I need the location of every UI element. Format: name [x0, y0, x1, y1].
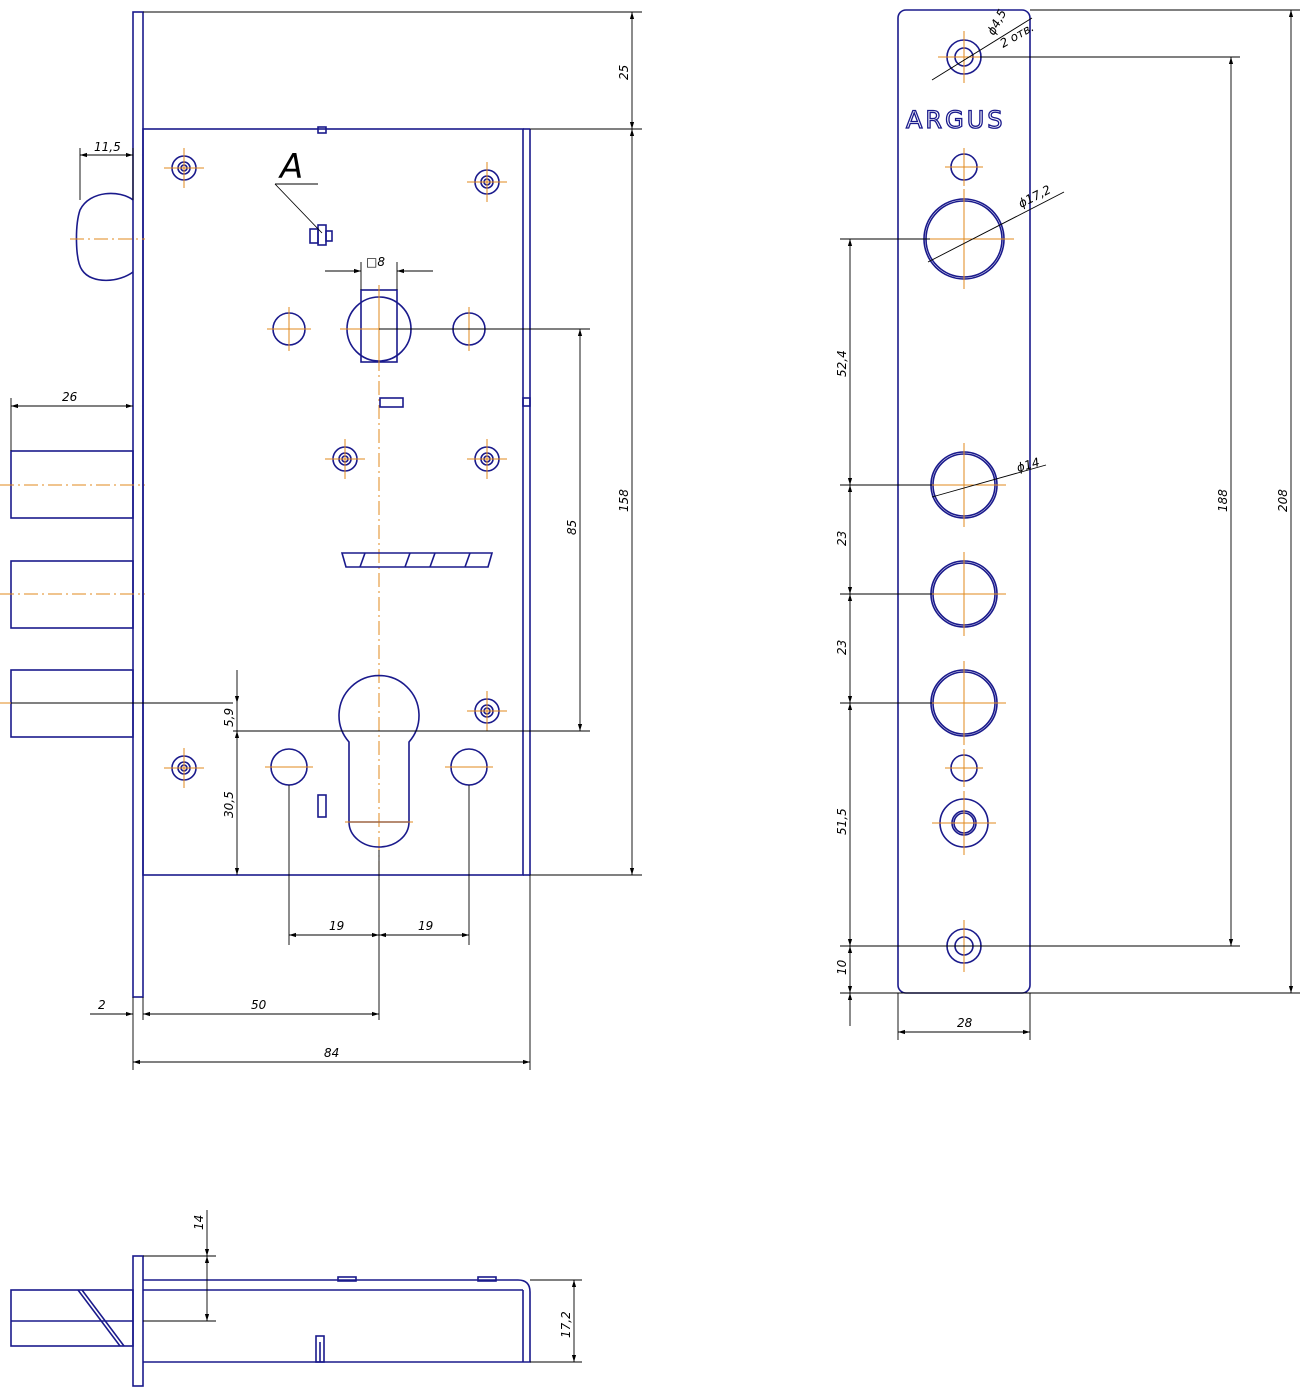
tumbler-bar	[340, 552, 494, 568]
dim-body-height: 158	[617, 489, 631, 512]
faceplate-edge	[132, 11, 144, 998]
faceplate-dimension-labels: ϕ4,5 2 отв. ϕ17,2 ϕ14 52,4 23 23 51,5 10…	[835, 7, 1290, 1030]
cylinder-cutout	[338, 674, 420, 848]
slot-upper	[379, 397, 404, 408]
dim-faceplate-thickness: 2	[98, 998, 106, 1012]
dim-spindle-square: □8	[366, 255, 385, 269]
dim-screw-left: 19	[329, 919, 344, 933]
lock-case-body	[142, 128, 524, 876]
dim-51-5: 51,5	[835, 808, 849, 835]
dim-hole-spindle: ϕ17,2	[1016, 182, 1053, 210]
dim-52-4: 52,4	[835, 350, 849, 377]
dim-10: 10	[835, 959, 849, 975]
side-dimensions	[143, 1210, 582, 1363]
dead-bolts	[0, 450, 145, 738]
dim-hole-bolt: ϕ14	[1015, 455, 1041, 475]
dim-side-thickness: 17,2	[559, 1311, 573, 1338]
detail-a-part	[274, 183, 333, 246]
dim-faceplate-width: 28	[957, 1016, 973, 1030]
dim-backset: 50	[251, 998, 267, 1012]
dim-axis-spacing: 85	[565, 520, 579, 535]
dim-case-width: 84	[324, 1046, 339, 1060]
slot-lower	[317, 794, 327, 818]
side-bolt	[10, 1289, 134, 1347]
dim-cylinder-height: 30,5	[222, 791, 236, 818]
front-view: A	[0, 11, 642, 1070]
faceplate-view: ARGUS	[835, 7, 1300, 1040]
front-dimension-labels: 11,5 26 25 158 85 5,9 30,5 19 19 2 50 84…	[62, 65, 631, 1060]
latch-knob	[70, 192, 145, 282]
dim-screw-right: 19	[418, 919, 433, 933]
dim-188: 188	[1216, 489, 1230, 512]
dim-bolt-projection: 26	[62, 390, 78, 404]
rivets	[164, 148, 507, 788]
side-faceplate	[132, 1255, 144, 1387]
faceplate-dimensions	[840, 9, 1300, 1040]
dim-23-a: 23	[835, 531, 849, 546]
dim-knob-width: 11,5	[94, 140, 121, 154]
side-case	[143, 1279, 531, 1363]
dim-208: 208	[1276, 489, 1290, 512]
section-marker: A	[278, 147, 303, 187]
side-view: 14 17,2	[10, 1210, 582, 1387]
dim-offset-small: 5,9	[222, 708, 236, 727]
faceplate-holes	[914, 31, 1014, 972]
dim-top-offset: 25	[617, 65, 631, 80]
brand-logo: ARGUS	[906, 106, 1006, 134]
dim-23-b: 23	[835, 640, 849, 655]
dim-side-offset: 14	[192, 1215, 206, 1230]
front-dimensions	[10, 11, 642, 1070]
